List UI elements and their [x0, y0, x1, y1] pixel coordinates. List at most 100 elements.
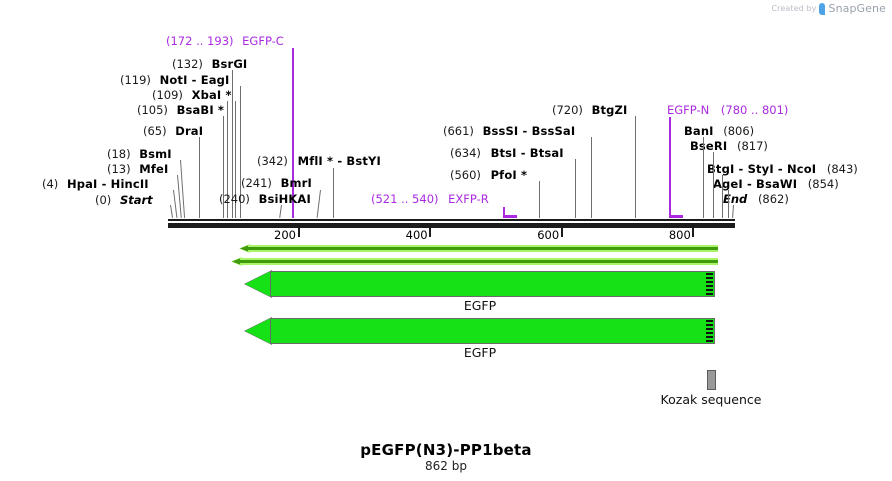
site-label-bmri: (241) BmrI — [241, 177, 312, 189]
plasmid-backbone-upper — [168, 219, 735, 221]
ruler-tick-label: 800 — [668, 228, 691, 242]
site-leader-bani — [703, 137, 704, 218]
arrow-bar — [248, 245, 718, 252]
arrow-body — [270, 271, 715, 297]
arrow-body — [270, 318, 715, 344]
site-label-agei-bsawi: AgeI - BsaWI (854) — [713, 178, 839, 190]
snapgene-logo-icon — [819, 2, 826, 15]
site-enzyme: MfeI — [139, 162, 169, 176]
primer-name-exfp-r: EXFP-R — [448, 192, 489, 206]
site-position: (806) — [723, 124, 755, 138]
site-leader-bsssi — [591, 137, 592, 218]
site-enzyme: BseRI — [690, 139, 728, 153]
site-leader-noti — [240, 86, 241, 218]
site-enzyme: XbaI * — [191, 88, 232, 102]
site-position: (634) — [450, 146, 481, 160]
site-label-drai: (65) DraI — [143, 125, 203, 137]
site-position: (109) — [152, 88, 183, 102]
site-enzyme: HpaI - HincII — [66, 177, 149, 191]
arrow-head-icon — [232, 258, 241, 265]
arrow-tip-icon — [245, 318, 271, 344]
site-leader-eagi — [235, 101, 236, 218]
primer-label-egfp-c: (172 .. 193) EGFP-C — [166, 35, 284, 47]
site-position: (65) — [143, 124, 167, 138]
ruler-tick-label: 600 — [537, 228, 560, 242]
watermark-brand: SnapGene — [828, 2, 886, 15]
site-label-mfei: (13) MfeI — [107, 163, 168, 175]
site-enzyme: NotI - EagI — [159, 73, 230, 87]
primer-leader-exfp-r — [503, 207, 505, 218]
site-position: (817) — [736, 139, 768, 153]
sequence-ruler: 200 400 600 800 — [168, 228, 735, 250]
site-leader-btsi — [575, 159, 576, 218]
feature-arrow-egfp-1[interactable] — [244, 270, 715, 298]
site-label-mfli-bstyi: (342) MflI * - BstYI — [257, 155, 381, 167]
ruler-tick — [560, 228, 563, 237]
arrow-bar — [240, 258, 718, 265]
site-label-bsmi: (18) BsmI — [107, 148, 172, 160]
primer-leader-egfp-n — [669, 117, 671, 218]
site-position: (854) — [807, 177, 839, 191]
site-enzyme: MflI * - BstYI — [297, 154, 381, 168]
site-position: (105) — [137, 103, 168, 117]
arrow-hatch-end — [706, 320, 713, 342]
site-position: (0) — [95, 193, 112, 207]
site-label-bsihkai: (240) BsiHKAI — [219, 193, 311, 205]
site-label-bani: BanI (806) — [684, 125, 754, 137]
site-leader-pfoi — [539, 181, 540, 218]
site-leader-bsrgi — [232, 70, 233, 218]
site-label-end: End (862) — [723, 193, 789, 205]
ruler-tick — [429, 228, 432, 237]
site-leader-bsihkai — [279, 204, 282, 218]
site-enzyme: BsaBI * — [176, 103, 225, 117]
ruler-tick-label: 200 — [274, 228, 296, 242]
site-label-noti-eagi: (119) NotI - EagI — [120, 74, 229, 86]
site-position: (720) — [552, 103, 583, 117]
site-leader-agei — [728, 190, 729, 218]
feature-span-arrow-upper — [239, 244, 718, 253]
site-position: (862) — [757, 192, 789, 206]
primer-label-egfp-n: EGFP-N (780 .. 801) — [667, 104, 788, 116]
plasmid-backbone-lower — [168, 223, 735, 228]
site-enzyme: BsmI — [139, 147, 172, 161]
site-enzyme: PfoI * — [490, 168, 528, 182]
feature-arrow-egfp-2[interactable] — [244, 317, 715, 345]
site-enzyme: BtgI - StyI - NcoI — [707, 162, 817, 176]
site-leader-drai — [199, 137, 200, 218]
site-enzyme: End — [723, 192, 748, 206]
arrow-tip-icon — [245, 271, 271, 297]
primer-position-exfp-r: (521 .. 540) — [371, 192, 439, 206]
watermark-prefix: Created by — [771, 4, 817, 13]
site-leader-end — [732, 204, 734, 219]
primer-foot-exfp-r — [503, 215, 517, 218]
site-leader-xbai — [227, 101, 228, 218]
arrow-hatch-end — [706, 273, 713, 295]
primer-position-egfp-c: (172 .. 193) — [166, 34, 234, 48]
site-leader-start — [170, 204, 174, 218]
primer-leader-egfp-c — [292, 48, 294, 218]
site-label-bseri: BseRI (817) — [690, 140, 768, 152]
site-label-start: (0) Start — [95, 194, 153, 206]
site-position: (18) — [107, 147, 131, 161]
site-enzyme: BsrGI — [211, 57, 248, 71]
site-position: (241) — [241, 176, 272, 190]
site-position: (240) — [219, 192, 250, 206]
site-label-xbai: (109) XbaI * — [152, 89, 232, 101]
site-enzyme: BtgZI — [591, 103, 628, 117]
site-label-btgzi: (720) BtgZI — [552, 104, 627, 116]
site-leader-hpai — [173, 189, 178, 218]
site-position: (13) — [107, 162, 131, 176]
legend-swatch-kozak — [707, 370, 716, 390]
site-label-btgi-styi-ncoi: BtgI - StyI - NcoI (843) — [707, 163, 858, 175]
feature-label-egfp-1: EGFP — [463, 298, 497, 313]
site-leader-bstyi — [333, 168, 334, 218]
site-label-bsssi-bsssai: (661) BssSI - BssSaI — [443, 125, 575, 137]
page-title: pEGFP(N3)-PP1beta — [360, 441, 532, 459]
site-leader-btgzi — [635, 116, 636, 218]
site-enzyme: Start — [119, 193, 153, 207]
site-leader-bmri — [316, 189, 321, 218]
site-position: (4) — [42, 177, 59, 191]
snapgene-watermark: Created by SnapGene — [771, 2, 886, 15]
site-leader-bsabi — [223, 116, 224, 218]
